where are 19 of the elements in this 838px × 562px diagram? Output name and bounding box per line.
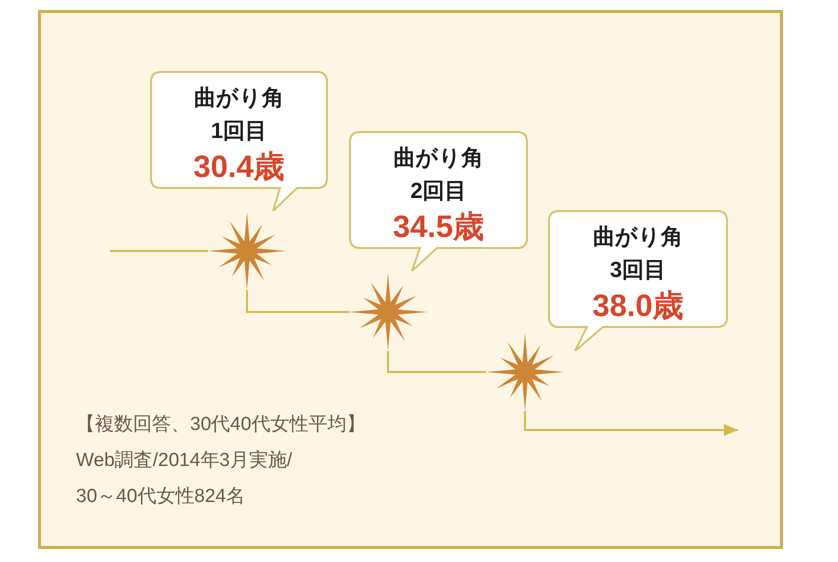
bubble-heading: 曲がり角2回目 (392, 144, 484, 205)
connector-line (246, 290, 349, 313)
speech-bubble (150, 71, 328, 211)
source-note: 30～40代女性824名 (76, 485, 245, 509)
arrow (524, 411, 738, 436)
speech-bubble (548, 210, 728, 351)
connector-line (110, 250, 208, 252)
bubble-heading: 曲がり角3回目 (592, 223, 684, 284)
age-value: 34.5歳 (392, 209, 484, 245)
note-text: 【複数回答、30代40代女性平均】 (76, 413, 366, 437)
age-value: 30.4歳 (193, 149, 285, 185)
starburst-icon (486, 333, 564, 411)
age-value: 38.0歳 (592, 288, 684, 324)
starburst-icon (349, 273, 427, 351)
speech-bubble (349, 131, 528, 271)
starburst-icon (208, 212, 286, 290)
source-note: Web調査/2014年3月実施/ (76, 449, 292, 473)
connector-line (387, 351, 486, 373)
bubble-heading: 曲がり角1回目 (193, 84, 285, 145)
